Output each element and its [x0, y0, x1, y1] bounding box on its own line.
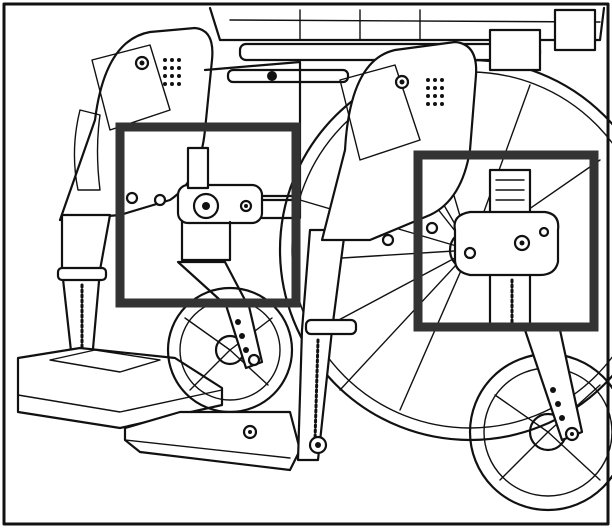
right-vent-dots: [426, 78, 444, 106]
left-legrest: [56, 213, 112, 362]
center-footplate: [123, 410, 302, 472]
left-vent-dots: [163, 58, 181, 86]
right-caster-wheel: [468, 328, 612, 512]
right-caster-highlight: [413, 150, 599, 332]
left-caster-highlight: [115, 122, 301, 308]
right-armrest: [320, 40, 478, 247]
center-legrest: [296, 228, 358, 462]
right-caster-mount: [453, 168, 560, 332]
